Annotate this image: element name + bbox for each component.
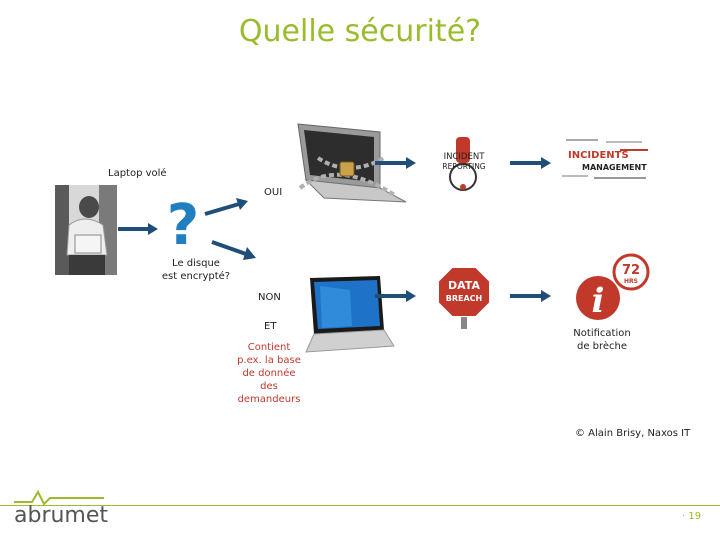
label-disk-question: Le disque est encrypté? [150,257,242,283]
label-notification: Notification de brèche [562,327,642,353]
wordcloud-management: MANAGEMENT [582,163,647,172]
label-et: ET [264,321,277,332]
hrs-unit: HRS [624,278,638,285]
incident-label-line-2: REPORTING [442,162,485,171]
notification-line-2: de brèche [576,341,628,352]
contains-line-1: Contient [247,342,291,353]
page-number: · 19 [682,511,702,522]
data-breach-label-2: BREACH [446,294,482,303]
info-icon: i [592,281,605,321]
contains-line-5: demandeurs [237,394,301,405]
contains-line-2: p.ex. la base [237,355,301,366]
locked-laptop-icon [297,123,407,203]
notification-72hrs-icon: 72 HRS i [576,253,650,321]
data-breach-label-1: DATA [448,279,480,292]
arrow-to-question [118,223,158,235]
wordcloud-incidents: INCIDENTS [568,150,629,161]
label-non: NON [258,292,281,303]
arrow-oui-to-incident [375,157,416,169]
disk-question-line-2: est encrypté? [161,271,231,282]
footer-divider [0,505,720,506]
label-laptop-stolen: Laptop volé [108,168,167,179]
label-contains: Contient p.ex. la base de donnée des dem… [228,341,310,406]
disk-question-line-1: Le disque [172,258,220,269]
arrow-incident-to-management [510,157,551,169]
stolen-laptop-photo [55,185,117,275]
logo-mark-icon [14,489,104,506]
hrs-number: 72 [622,263,640,278]
incident-label-line-1: INCIDENT [444,152,486,162]
data-breach-sign-icon: DATA BREACH [437,266,491,329]
question-icon: ? [166,193,200,258]
incident-reporting-icon: INCIDENT REPORTING [442,137,486,191]
contains-line-3: de donnée [242,368,296,379]
footer-logo: abrumet [14,503,109,528]
arrow-breach-to-notification [510,290,551,302]
contains-line-4: des [260,381,278,392]
arrow-to-oui [204,198,248,216]
arrow-non-to-breach [375,290,416,302]
page-title: Quelle sécurité? [238,14,482,49]
open-laptop-icon [305,276,395,353]
incident-management-wordcloud-icon: INCIDENTS MANAGEMENT [562,139,648,179]
notification-line-1: Notification [573,328,631,339]
copyright-text: © Alain Brisy, Naxos IT [575,428,691,439]
arrow-to-non [211,240,256,260]
page-number-value: 19 [688,511,702,522]
label-oui: OUI [264,187,283,198]
